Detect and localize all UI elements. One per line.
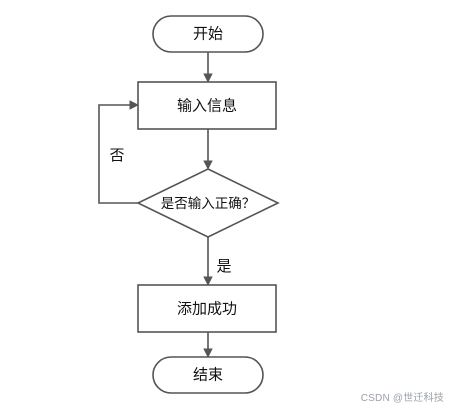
decision-label: 是否输入正确？ [161,196,256,212]
input-process-label: 输入信息 [177,97,237,115]
no-label: 否 [109,146,124,164]
start-label: 开始 [193,25,223,43]
success-process-label: 添加成功 [177,300,237,318]
yes-label: 是 [216,257,231,275]
csdn-watermark: CSDN @世迁科技 [360,393,444,404]
arrow-no-branch [98,100,139,204]
end-terminal [152,356,264,394]
end-label: 结束 [193,366,223,384]
success-process-box [137,284,277,333]
input-process-box [137,81,277,130]
